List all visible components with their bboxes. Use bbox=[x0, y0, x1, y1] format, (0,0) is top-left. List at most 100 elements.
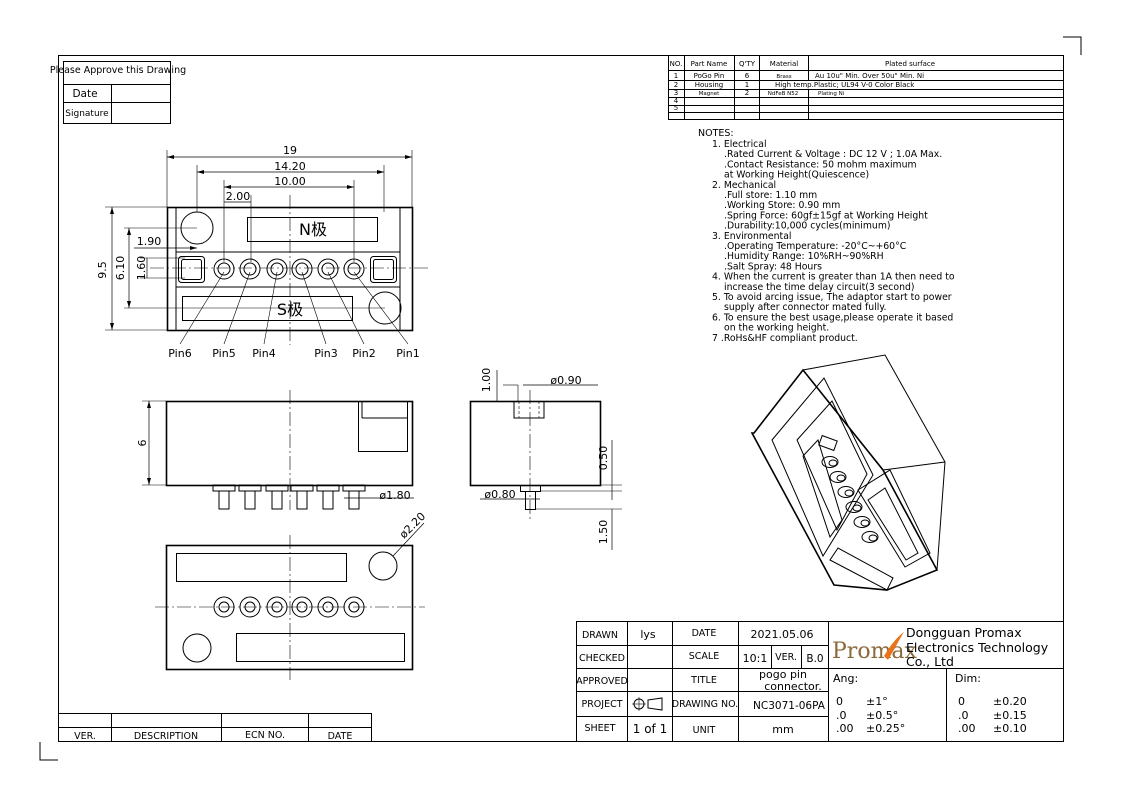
bom-cell-0-0: 1 bbox=[674, 72, 678, 80]
title-block: DRAWN lys DATE 2021.05.06 CHECKED SCALE … bbox=[576, 621, 1064, 742]
pin-recess-left bbox=[178, 256, 205, 283]
dim-10-00: 10.00 bbox=[274, 175, 306, 188]
dim-label: Dim: bbox=[955, 672, 981, 685]
side-pin-tip bbox=[244, 490, 256, 510]
unit-label: UNIT bbox=[693, 725, 716, 736]
ang-tolerance: ±0.25° bbox=[866, 722, 905, 735]
notes-line: 7 .RoHs&HF compliant product. bbox=[712, 333, 858, 344]
notes-line: .Durability:10,000 cycles(minimum) bbox=[724, 221, 891, 232]
rev-ver-label: VER. bbox=[74, 731, 96, 742]
checked-label: CHECKED bbox=[579, 653, 625, 664]
dim-precision: .0 bbox=[958, 709, 969, 722]
company-name-3: Co., Ltd bbox=[906, 654, 954, 669]
ang-precision: .0 bbox=[836, 709, 847, 722]
project-label: PROJECT bbox=[581, 699, 622, 710]
pin-leader-line bbox=[263, 271, 278, 345]
notes-title: NOTES: bbox=[698, 128, 734, 139]
company-name-1: Dongguan Promax bbox=[906, 625, 1022, 640]
iso-pin bbox=[861, 531, 879, 543]
bom-header-1: Part Name bbox=[691, 60, 728, 68]
bom-cell-0-4: Au 10u" Min. Over 50u" Min. Ni bbox=[815, 72, 924, 80]
sheet-label: SHEET bbox=[585, 723, 616, 734]
pin-leader-line bbox=[223, 271, 251, 345]
pin-label: Pin6 bbox=[168, 347, 191, 360]
sheet-frame bbox=[58, 55, 1064, 742]
iso-pin-tip bbox=[836, 474, 846, 482]
approval-heading-1: Please Approve this Drawing bbox=[50, 65, 186, 76]
bottom-view: ø2.20 bbox=[155, 510, 428, 680]
end-body bbox=[469, 400, 602, 487]
notes-line: increase the time delay circuit(3 second… bbox=[724, 282, 915, 293]
bottom-hole-right bbox=[368, 551, 398, 581]
rev-date-label: DATE bbox=[328, 731, 353, 742]
front-pin-ring bbox=[239, 258, 261, 280]
date-label: DATE bbox=[692, 628, 717, 639]
side-pin-tip bbox=[271, 490, 283, 510]
dim-6-10: 6.10 bbox=[114, 256, 127, 281]
pin-label: Pin5 bbox=[212, 347, 235, 360]
bom-cell-1-0: 2 bbox=[674, 81, 678, 89]
notes-line: .Rated Current & Voltage : DC 12 V ; 1.0… bbox=[724, 149, 942, 160]
dim-19: 19 bbox=[283, 144, 297, 157]
date-value: 2021.05.06 bbox=[751, 628, 814, 641]
notes-block: NOTES:1. Electrical.Rated Current & Volt… bbox=[698, 128, 955, 344]
pin-leader-line bbox=[327, 271, 365, 345]
title-value-2: connector. bbox=[764, 680, 822, 693]
notes-line: 5. To avoid arcing issue, The adaptor st… bbox=[712, 292, 952, 303]
iso-pin-tip bbox=[860, 519, 870, 527]
s-magnet-slot bbox=[182, 296, 353, 321]
notes-line: 1. Electrical bbox=[712, 139, 767, 150]
dim-dia-2-20: ø2.20 bbox=[397, 510, 428, 541]
title-label: TITLE bbox=[690, 675, 717, 686]
iso-pin-tip bbox=[852, 504, 862, 512]
iso-pin-tip bbox=[868, 534, 878, 542]
pin-leader-line bbox=[301, 271, 327, 345]
notes-line: .Operating Temperature: -20°C~+60°C bbox=[724, 241, 906, 252]
iso-pin bbox=[837, 486, 855, 498]
front-pin-ring bbox=[317, 258, 339, 280]
dim-14-20: 14.20 bbox=[274, 160, 306, 173]
dim-tolerance: ±0.20 bbox=[993, 695, 1027, 708]
front-pin-ring bbox=[266, 258, 288, 280]
front-pin-contact bbox=[270, 262, 284, 276]
iso-pin bbox=[845, 501, 863, 513]
pin-leader-line bbox=[353, 271, 409, 345]
dim-dia-1-80: ø1.80 bbox=[379, 489, 410, 502]
side-pin-tip bbox=[296, 490, 308, 510]
side-body bbox=[165, 400, 414, 487]
pin-label: Pin1 bbox=[396, 347, 419, 360]
ang-label: Ang: bbox=[833, 672, 858, 685]
dim-0-50: 0.50 bbox=[597, 446, 610, 471]
bom-cell-0-3: Brass bbox=[776, 74, 791, 80]
side-pin-tip bbox=[348, 490, 360, 510]
bottom-hole-left bbox=[182, 633, 212, 663]
bom-cell-3-0: 4 bbox=[674, 97, 679, 105]
bom-header-0: NO. bbox=[670, 60, 683, 68]
iso-pin bbox=[829, 471, 847, 483]
title-value-1: pogo pin bbox=[759, 668, 807, 681]
notes-line: .Full store: 1.10 mm bbox=[724, 190, 817, 201]
approval-signature-label: Signature bbox=[65, 109, 109, 119]
notes-line: .Salt Spray: 48 Hours bbox=[724, 261, 822, 272]
notes-line: 6. To ensure the best usage,please opera… bbox=[712, 312, 953, 323]
dim-tolerance: ±0.15 bbox=[993, 709, 1027, 722]
dim-precision: .00 bbox=[958, 722, 976, 735]
bom-header-2: Q'TY bbox=[739, 60, 756, 68]
bottom-body bbox=[165, 544, 414, 671]
notes-line: 4. When the current is greater than 1A t… bbox=[712, 272, 955, 283]
side-view: 6 ø1.80 bbox=[136, 390, 414, 510]
dim-9-5: 9.5 bbox=[96, 261, 109, 279]
rev-ecn-label: ECN NO. bbox=[245, 730, 285, 741]
pin-recess-right bbox=[370, 256, 397, 283]
n-pole-label: N极 bbox=[299, 220, 327, 239]
end-view: 1.00 ø0.90 0.50 ø0.80 1.50 bbox=[469, 368, 622, 550]
drawn-label: DRAWN bbox=[582, 630, 618, 641]
notes-line: at Working Height(Quiescence) bbox=[724, 170, 869, 181]
notes-line: 2. Mechanical bbox=[712, 180, 776, 191]
iso-pin bbox=[853, 516, 871, 528]
dim-2-00: 2.00 bbox=[226, 190, 251, 203]
approved-label: APPROVED bbox=[576, 676, 628, 687]
side-pin-tip bbox=[322, 490, 334, 510]
drawn-value: lys bbox=[640, 628, 656, 641]
projection-symbol-icon bbox=[632, 697, 663, 711]
